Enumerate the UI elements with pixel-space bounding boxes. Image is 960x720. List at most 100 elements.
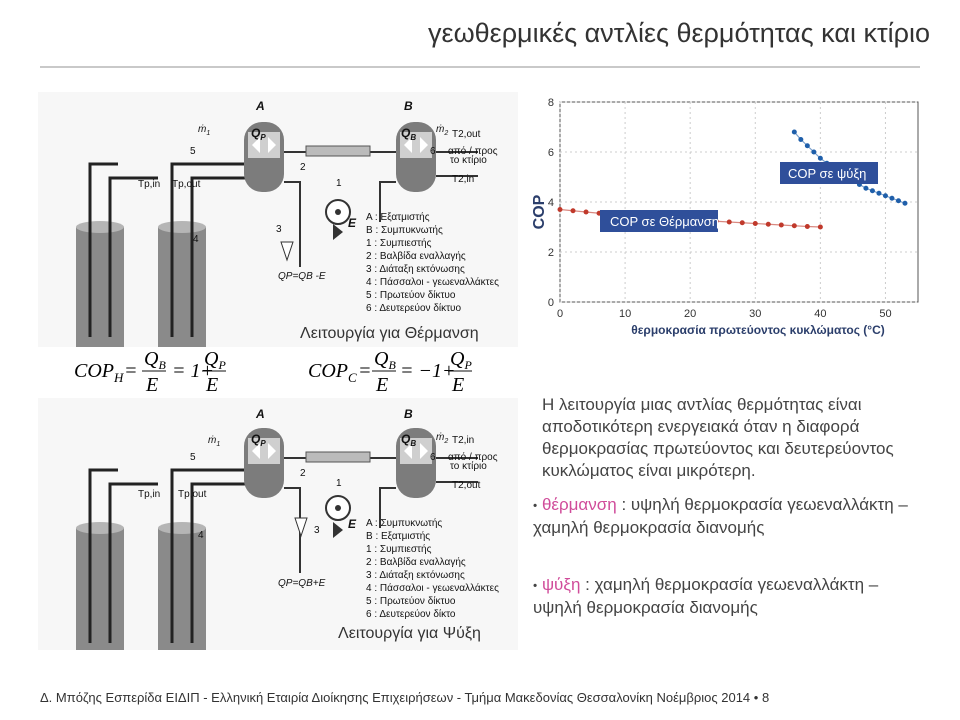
- formula-heating-t1-num: QB: [144, 348, 166, 372]
- secondary-pipe: [436, 151, 478, 177]
- borehole-right: [158, 221, 206, 347]
- bullet-heating-text: : υψηλή θερμοκρασία γεωεναλλάκτη – χαμηλ…: [533, 495, 908, 537]
- num-6: 6: [430, 146, 436, 157]
- footer-text: Δ. Μπόζης Εσπερίδα ΕΙΔΙΠ - Ελληνική Εται…: [40, 690, 759, 705]
- chart-point: [804, 224, 810, 229]
- chart-ytick-label: 0: [548, 297, 554, 309]
- expansion-device: [280, 241, 294, 262]
- chart-point: [863, 185, 869, 191]
- chart-point: [726, 219, 732, 225]
- legend-line: A : Συμπυκνωτής: [366, 517, 442, 529]
- legend-line: 4 : Πάσσαλοι - γεωεναλλάκτες: [366, 276, 499, 288]
- direction-line1: από / προς: [448, 451, 498, 463]
- chart-point: [876, 190, 882, 196]
- chart-point: [902, 200, 908, 206]
- page-title: γεωθερμικές αντλίες θερμότητας και κτίρι…: [428, 18, 930, 48]
- legend-line: 1 : Συμπιεστής: [366, 237, 432, 249]
- primary-pipe: [88, 162, 158, 337]
- chart-point: [882, 193, 888, 199]
- direction-line2: το κτίριο: [450, 154, 487, 166]
- chart-point: [752, 221, 758, 226]
- svg-text:E: E: [451, 374, 464, 396]
- num-6: 6: [430, 452, 436, 463]
- legend-line: 6 : Δευτερεύον δίκτο: [366, 608, 456, 620]
- legend-line: 5 : Πρωτεύον δίκτυο: [366, 289, 456, 301]
- chart-point: [570, 208, 576, 214]
- label-m2: ṁ2: [436, 432, 448, 445]
- legend-line: B : Εξατμιστής: [366, 530, 430, 542]
- heating-diagram-svg: A QP B QB ṁ2 T2,out 6 από / προς το κτίρ…: [76, 99, 499, 347]
- label-Tpout: Tp,out: [172, 179, 201, 190]
- chart-point: [889, 195, 895, 201]
- num-5: 5: [190, 146, 196, 157]
- num-3: 3: [314, 525, 320, 536]
- chart-ytick-label: 4: [548, 197, 554, 209]
- condenser-A: [244, 428, 284, 498]
- legend-line: 3 : Διάταξη εκτόνωσης: [366, 263, 465, 275]
- chart-point: [869, 188, 875, 194]
- legend-heating-label: COP σε Θέρμανση: [610, 214, 719, 229]
- label-B: B: [404, 407, 413, 421]
- cop-formulas: COPH = QB E = 1+ QP E COPC = QB E = −1+ …: [74, 348, 472, 396]
- chart-xtick-label: 50: [879, 308, 891, 320]
- bullet-cooling-key: ψύξη: [541, 575, 581, 594]
- chart-point: [583, 209, 589, 215]
- cop-heating-formula: COPH = QB E = 1+ QP E: [74, 348, 226, 396]
- refrigerant-circuit: [284, 457, 396, 573]
- direction-line2: το κτίριο: [450, 460, 487, 472]
- num-4: 4: [198, 530, 204, 541]
- cooling-caption: Λειτουργία για Ψύξη: [338, 625, 481, 642]
- label-T2out: T2,out: [452, 129, 481, 140]
- svg-text:= 1+: = 1+: [172, 360, 214, 382]
- formula-heating-lhs: COPH: [74, 360, 124, 385]
- energy-arrow: [333, 522, 343, 538]
- svg-text:E: E: [375, 374, 388, 396]
- chart-point: [765, 221, 771, 227]
- label-T2in: T2,in: [452, 435, 474, 446]
- primary-pipe: [88, 468, 158, 643]
- label-m1: ṁ1: [198, 124, 210, 137]
- num-2: 2: [300, 468, 306, 479]
- chart-point: [817, 155, 823, 161]
- chart-point: [791, 223, 797, 229]
- chart-point: [798, 137, 804, 142]
- borehole-left: [76, 522, 124, 650]
- cooling-diagram-svg: A QP B QB ṁ2 T2,in 6 από / προς το κτίρι…: [76, 407, 499, 650]
- label-T2out: T2,out: [452, 480, 481, 491]
- title-divider: [40, 66, 920, 68]
- svg-text:=: =: [124, 360, 138, 382]
- bullet-cooling-text: : χαμηλή θερμοκρασία γεωεναλλάκτη – υψηλ…: [533, 575, 879, 617]
- borehole-left: [76, 221, 124, 347]
- heating-caption: Λειτουργία για Θέρμανση: [300, 325, 479, 342]
- chart-ytick-label: 8: [548, 97, 554, 109]
- bullet-cooling: • ψύξη : χαμηλή θερμοκρασία γεωεναλλάκτη…: [533, 575, 879, 617]
- chart-point: [804, 143, 810, 149]
- num-1: 1: [336, 478, 342, 489]
- formula-heating-t2-num: QP: [204, 348, 226, 372]
- evaporator-A: [244, 122, 284, 192]
- num-4: 4: [193, 234, 199, 245]
- label-Tpin: Tp,in: [138, 179, 160, 190]
- num-1: 1: [336, 178, 342, 189]
- label-E: E: [348, 216, 357, 230]
- page-number: 8: [761, 690, 770, 705]
- chart-xtick-label: 20: [684, 308, 696, 320]
- legend-line: A : Εξατμιστής: [366, 211, 430, 223]
- evaporator-B: [396, 428, 436, 498]
- refrigerant-circuit: [284, 151, 396, 267]
- cooling-diagram: A QP B QB ṁ2 T2,in 6 από / προς το κτίρι…: [38, 398, 518, 650]
- reversing-valve: [305, 451, 371, 463]
- chart-grid: [559, 101, 919, 303]
- chart-xtick-label: 30: [749, 308, 761, 320]
- label-Tpout: Tp,out: [178, 489, 207, 500]
- bullet-heating: • θέρμανση : υψηλή θερμοκρασία γεωεναλλά…: [533, 495, 908, 537]
- bullet-heating-key: θέρμανση: [541, 495, 617, 514]
- legend-line: 6 : Δευτερεύον δίκτυο: [366, 302, 462, 314]
- intro-text: Η λειτουργία μιας αντλίας θερμότητας είν…: [542, 395, 894, 480]
- label-E: E: [348, 517, 357, 531]
- legend-line: 2 : Βαλβίδα εναλλαγής: [366, 556, 466, 568]
- footer: Δ. Μπόζης Εσπερίδα ΕΙΔΙΠ - Ελληνική Εται…: [40, 690, 769, 705]
- num-3: 3: [276, 224, 282, 235]
